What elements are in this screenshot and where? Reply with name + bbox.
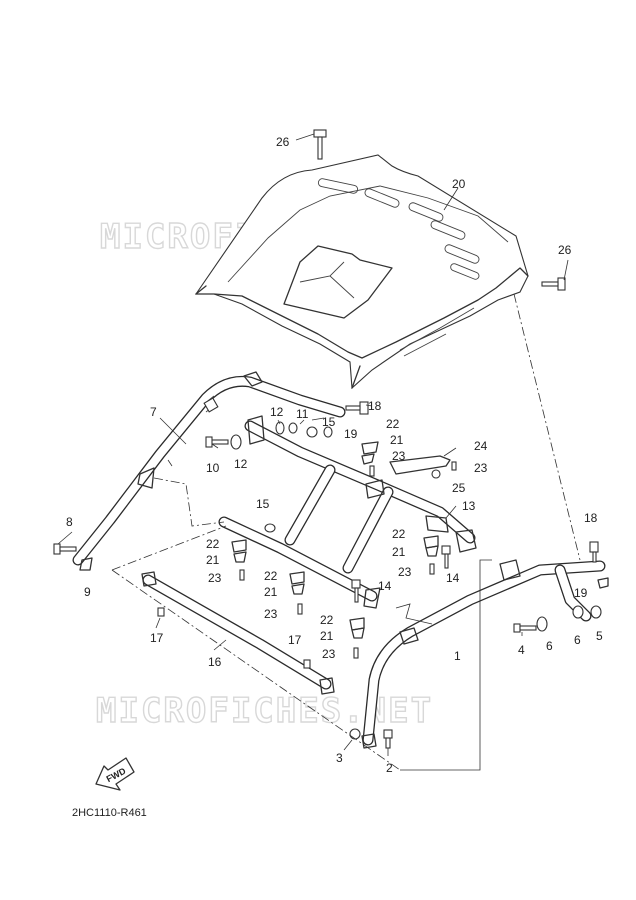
callout-23[interactable]: 23: [392, 449, 406, 463]
fwd-arrow: FWD: [95, 757, 135, 791]
callout-6[interactable]: 6: [574, 633, 581, 647]
callout-16[interactable]: 16: [208, 655, 222, 669]
callout-21[interactable]: 21: [264, 585, 278, 599]
callout-22[interactable]: 22: [264, 569, 278, 583]
callout-7[interactable]: 7: [150, 405, 157, 419]
diagram-code: 2HC1110-R461: [72, 807, 147, 819]
reference-lines: [111, 293, 581, 771]
callout-8[interactable]: 8: [66, 515, 73, 529]
callout-19[interactable]: 19: [574, 586, 588, 600]
callout-14[interactable]: 14: [446, 571, 460, 585]
callout-13[interactable]: 13: [462, 499, 476, 513]
bolt-26-top[interactable]: [313, 129, 327, 160]
callout-23[interactable]: 23: [264, 607, 278, 621]
callout-21[interactable]: 21: [320, 629, 334, 643]
callout-leaders: [57, 133, 569, 756]
callout-20[interactable]: 20: [452, 177, 466, 191]
callout-5[interactable]: 5: [596, 629, 603, 643]
callout-26[interactable]: 26: [558, 243, 572, 257]
callout-15[interactable]: 15: [322, 415, 336, 429]
callout-10[interactable]: 10: [206, 461, 220, 475]
callout-4[interactable]: 4: [518, 643, 525, 657]
callout-17[interactable]: 17: [288, 633, 302, 647]
callout-11[interactable]: 11: [296, 407, 309, 421]
callout-15[interactable]: 15: [256, 497, 270, 511]
callout-25[interactable]: 25: [452, 481, 466, 495]
callout-22[interactable]: 22: [206, 537, 220, 551]
callout-12[interactable]: 12: [234, 457, 248, 471]
callout-23[interactable]: 23: [208, 571, 222, 585]
callout-6[interactable]: 6: [546, 639, 553, 653]
callout-23[interactable]: 23: [398, 565, 412, 579]
upper-cross-frame-13[interactable]: [218, 415, 477, 609]
lower-tube-16[interactable]: [141, 571, 335, 695]
callout-17[interactable]: 17: [150, 631, 164, 645]
callout-19[interactable]: 19: [344, 427, 358, 441]
callout-9[interactable]: 9: [84, 585, 91, 599]
callout-2[interactable]: 2: [386, 761, 393, 775]
watermark-bottom: MICROFICHES.NET: [96, 691, 433, 731]
callout-18[interactable]: 18: [368, 399, 382, 413]
callout-14[interactable]: 14: [378, 579, 392, 593]
bolt-26-right[interactable]: [541, 277, 566, 291]
callout-22[interactable]: 22: [386, 417, 400, 431]
callout-1[interactable]: 1: [454, 649, 461, 663]
fwd-label: FWD: [105, 765, 128, 784]
callout-18[interactable]: 18: [584, 511, 598, 525]
callout-3[interactable]: 3: [336, 751, 343, 765]
callout-26[interactable]: 26: [276, 135, 290, 149]
callout-24[interactable]: 24: [474, 439, 488, 453]
callout-23[interactable]: 23: [322, 647, 336, 661]
callout-21[interactable]: 21: [206, 553, 220, 567]
callout-22[interactable]: 22: [320, 613, 334, 627]
hardware-group: [53, 401, 609, 749]
side-tube-7[interactable]: [72, 371, 346, 566]
callout-23[interactable]: 23: [474, 461, 488, 475]
roof-panel[interactable]: [194, 154, 529, 390]
callout-22[interactable]: 22: [392, 527, 406, 541]
callout-21[interactable]: 21: [392, 545, 406, 559]
callout-21[interactable]: 21: [390, 433, 404, 447]
callout-12[interactable]: 12: [270, 405, 284, 419]
